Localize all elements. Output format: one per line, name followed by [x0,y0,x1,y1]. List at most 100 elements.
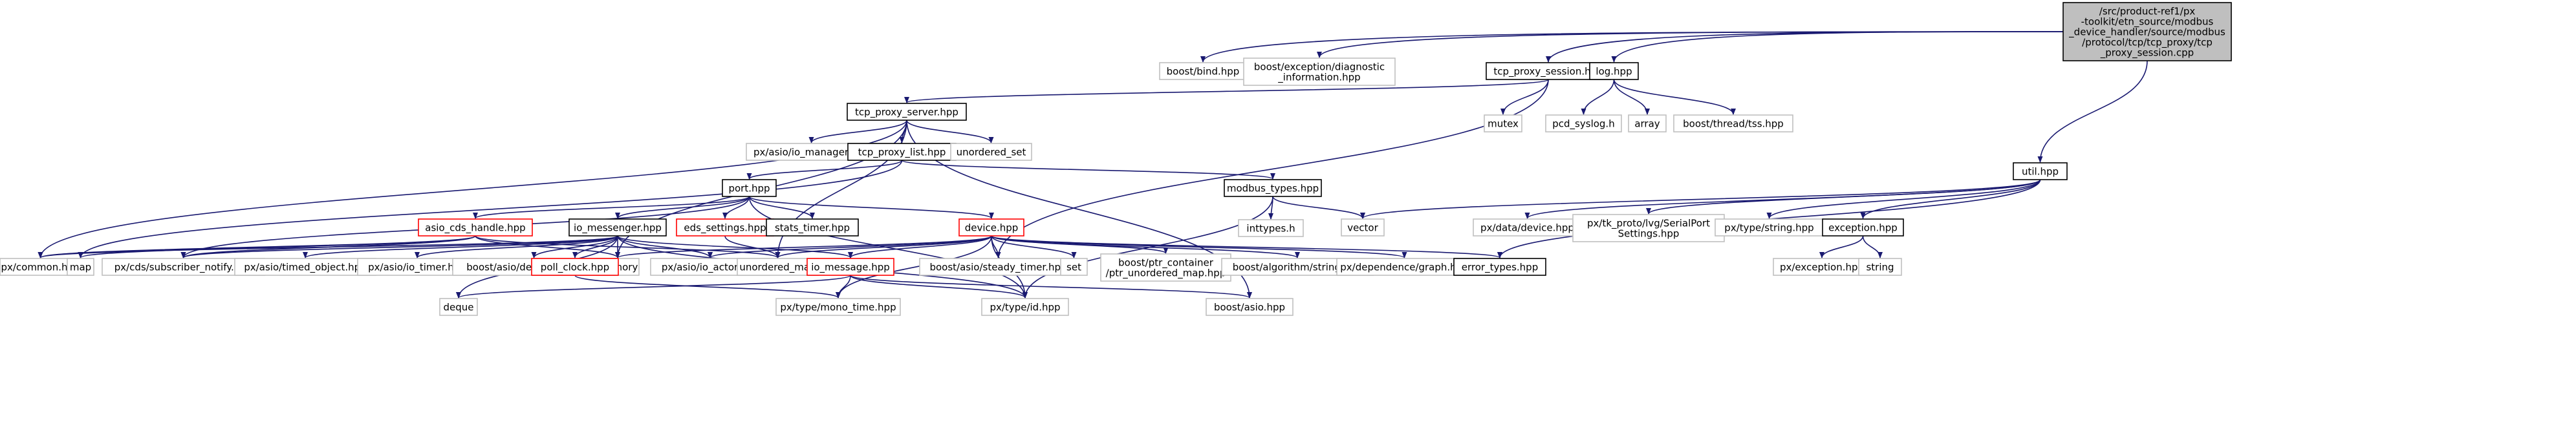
node-box [847,143,957,161]
node-label: px/exception.hpp [1780,262,1864,273]
node-label: tcp_proxy_session.hpp [1493,66,1603,78]
edge-asio-cds-handle-to-unordered-map [475,235,781,258]
node-label: px/common.hpp [1,262,80,273]
node-tss: boost/thread/tss.hpp [1673,114,1793,132]
edge-tcp-proxy-session-to-steady-timer [995,79,1549,258]
node-box [737,258,819,276]
edge-device-to-io-message [848,235,992,258]
node-box [1858,258,1902,276]
node-root[interactable]: /src/product-ref1/px-toolkit/etn_source/… [2062,2,2232,61]
edge-log-to-tss [1613,79,1736,115]
node-px-exception: px/exception.hpp [1773,258,1871,276]
node-label: px/type/string.hpp [1724,222,1813,234]
node-label: boost/asio.hpp [1214,302,1285,313]
node-box [1206,298,1293,316]
node-label: /protocol/tcp/tcp_proxy/tcp [2082,37,2213,49]
node-mono-time: px/type/mono_time.hpp [775,298,901,316]
node-pcd-syslog: pcd_syslog.h [1545,114,1622,132]
node-box [439,298,478,316]
node-util[interactable]: util.hpp [2013,162,2068,180]
node-port[interactable]: port.hpp [722,179,777,197]
node-exception[interactable]: exception.hpp [1822,218,1904,237]
node-log[interactable]: log.hpp [1589,62,1639,80]
node-box [775,298,901,316]
node-array: array [1628,114,1667,132]
edge-root-to-util [2037,60,2148,163]
node-label: boost/exception/diagnostic [1254,61,1385,73]
node-box [1341,218,1385,237]
node-label: inttypes.h [1246,223,1295,235]
node-label: vector [1347,222,1378,234]
node-label: boost/bind.hpp [1167,66,1240,78]
node-tcp-proxy-server[interactable]: tcp_proxy_server.hpp [847,103,967,121]
node-box [1773,258,1871,276]
edge-tcp-proxy-server-to-unordered-set [906,120,994,143]
node-set: set [1060,258,1088,276]
node-box [2013,162,2068,180]
node-label: set [1066,262,1081,273]
edge-exception-to-px-exception [1819,235,1864,258]
edge-util-to-serialport [1646,179,2041,215]
node-modbus-types[interactable]: modbus_types.hpp [1224,179,1322,197]
edge-asio-cds-handle-to-map [78,235,476,258]
node-label: error_types.hpp [1462,262,1538,274]
node-label: _information.hpp [1277,72,1360,84]
node-box [1453,258,1546,276]
node-box [1060,258,1088,276]
edge-util-to-px-data-device [1524,179,2041,219]
node-asio-cds-handle[interactable]: asio_cds_handle.hpp [418,218,533,237]
node-io-message[interactable]: io_message.hpp [806,258,894,276]
node-label: tcp_proxy_list.hpp [858,147,946,159]
edge-io-message-to-boost-asio [850,275,1252,299]
node-label: _device_handler/source/modbus [2068,26,2225,39]
node-label: /ptr_unordered_map.hpp [1106,268,1226,280]
edge-device-to-unordered-map [775,235,992,258]
edge-port-to-io-messenger [615,196,750,219]
node-box [1628,114,1667,132]
edge-tcp-proxy-server-to-io-manager [808,120,907,143]
node-box [418,218,533,237]
node-poll-clock[interactable]: poll_clock.hpp [531,258,619,276]
edge-device-to-io-actor [708,235,992,258]
node-label: mutex [1488,118,1519,130]
node-io-messenger[interactable]: io_messenger.hpp [568,218,667,237]
node-label: px/data/device.hpp [1480,222,1574,234]
node-label: boost/asio/steady_timer.hpp [929,262,1066,274]
edge-io-message-to-px-type-id [850,275,1028,299]
dependency-edges [38,31,2148,299]
edge-io-message-to-deque [456,275,851,299]
edge-port-to-device [748,196,994,219]
edge-log-to-pcd-syslog [1581,79,1615,115]
edge-util-to-vector [1360,179,2041,219]
node-label: Settings.hpp [1618,228,1680,240]
edge-io-messenger-to-io-timer [415,235,618,258]
node-deque: deque [439,298,478,316]
node-label: device.hpp [965,222,1019,234]
node-label: port.hpp [728,183,770,194]
edge-util-to-exception [1860,179,2041,219]
node-label: deque [443,302,473,313]
node-label: unordered_set [957,147,1026,159]
node-label: /src/product-ref1/px [2099,6,2196,17]
node-label: asio_cds_handle.hpp [425,222,525,235]
edge-exception-to-string [1862,235,1883,258]
node-label: poll_clock.hpp [541,262,609,274]
node-label: px/asio/io_actor.hpp [662,262,759,274]
node-device[interactable]: device.hpp [958,218,1024,237]
node-label: _proxy_session.cpp [2100,47,2194,59]
node-error-types[interactable]: error_types.hpp [1453,258,1546,276]
edge-tcp-proxy-list-to-modbus-types [901,160,1275,180]
node-dependence-graph: px/dependence/graph.hpp [1336,258,1473,276]
node-tcp-proxy-list[interactable]: tcp_proxy_list.hpp [847,143,957,161]
edge-root-to-boost-bind [1200,31,2064,63]
edge-io-messenger-to-subscriber-notify [180,235,618,258]
node-stats-timer[interactable]: stats_timer.hpp [766,218,859,237]
node-unordered-map: unordered_map [737,258,819,276]
node-label: px/dependence/graph.hpp [1340,262,1468,273]
node-map: map [67,258,94,276]
edge-tcp-proxy-session-to-mutex [1500,79,1549,115]
node-inttypes: inttypes.h [1238,219,1304,237]
node-eds-settings[interactable]: eds_settings.hpp [676,218,774,237]
